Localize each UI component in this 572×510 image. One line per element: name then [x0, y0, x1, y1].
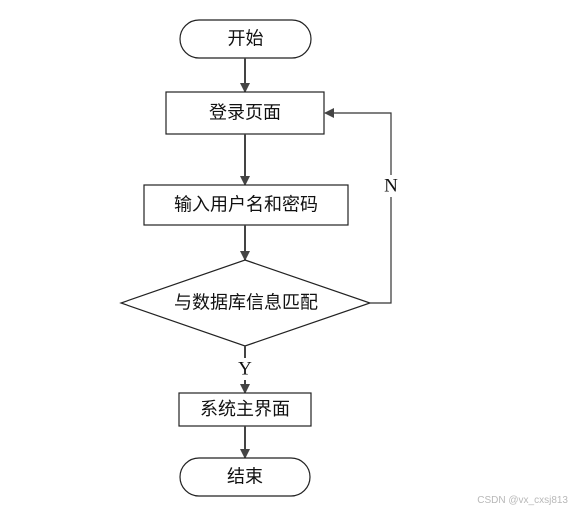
start-node-label: 开始 — [228, 29, 264, 50]
enter-credentials-label: 输入用户名和密码 — [174, 195, 318, 216]
start-node: 开始 — [179, 19, 312, 59]
watermark: CSDN @vx_cxsj813 — [477, 495, 568, 506]
match-database-decision: 与数据库信息匹配 — [119, 259, 372, 347]
login-page-node: 登录页面 — [165, 91, 325, 135]
no-branch-label: N — [384, 176, 398, 197]
end-node-label: 结束 — [227, 467, 263, 488]
end-node: 结束 — [179, 457, 311, 497]
yes-label-background — [235, 358, 255, 380]
yes-branch-label: Y — [238, 359, 252, 380]
main-interface-label: 系统主界面 — [200, 399, 290, 420]
no-label-background — [381, 175, 401, 197]
main-interface-node: 系统主界面 — [178, 392, 312, 427]
arrow-no-back-to-login — [324, 108, 392, 304]
match-database-label: 与数据库信息匹配 — [174, 293, 318, 314]
enter-credentials-node: 输入用户名和密码 — [143, 184, 349, 226]
login-page-label: 登录页面 — [209, 103, 281, 124]
